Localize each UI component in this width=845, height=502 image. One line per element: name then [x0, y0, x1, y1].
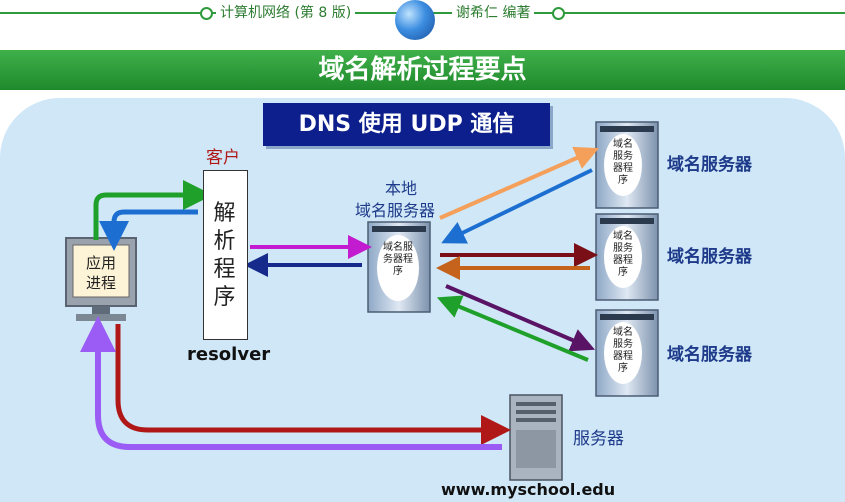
remote-dns-label-3: 域名服务器: [667, 345, 752, 365]
globe-icon: [395, 0, 435, 40]
title-bar: [0, 50, 845, 90]
header-author: 谢希仁 编著: [452, 2, 535, 22]
remote-dns-server-icon-3: [595, 309, 659, 397]
local-dns-program-text: 域名服务器程序: [383, 242, 413, 277]
header-left-dot: [200, 7, 213, 20]
web-server-label: 服务器: [573, 429, 624, 449]
app-process-label: 应用进程: [85, 254, 116, 292]
resolver-label: resolver: [187, 344, 271, 365]
header-right-dot: [552, 7, 565, 20]
remote-dns-server-icon-2: [595, 213, 659, 301]
arrow-app-to-web-server: [115, 324, 511, 445]
arrow-server1-to-local: [441, 168, 593, 244]
web-server-domain: www.myschool.edu: [441, 480, 616, 499]
remote-dns-label-1: 域名服务器: [667, 155, 752, 175]
arrow-server3-to-local: [436, 295, 589, 362]
web-server-icon: [509, 394, 563, 481]
remote-dns-server-icon-1: [595, 121, 659, 209]
remote-dns-program-text-3: 域名服务器程序: [613, 327, 633, 374]
local-dns-server-icon: [367, 221, 431, 313]
arrow-local-to-server3: [445, 284, 596, 352]
arrow-resolver-to-app: [99, 209, 198, 251]
remote-dns-label-2: 域名服务器: [667, 247, 752, 267]
header-book-title: 计算机网络 (第 8 版): [216, 2, 356, 22]
page-title: 域名解析过程要点: [318, 55, 527, 85]
local-dns-label-line2: 域名服务器: [355, 201, 436, 220]
remote-dns-program-text-2: 域名服务器程序: [613, 231, 633, 278]
local-dns-label-line1: 本地: [385, 179, 418, 198]
client-label: 客户: [206, 148, 240, 168]
resolver-box: [203, 170, 248, 340]
remote-dns-program-text-1: 域名服务器程序: [613, 139, 633, 186]
udp-banner: DNS 使用 UDP 通信: [263, 103, 550, 146]
arrow-local-to-server1: [439, 146, 599, 220]
arrow-web-server-to-app: [80, 316, 502, 450]
arrow-app-to-resolver: [93, 180, 213, 240]
resolver-text: 解析程序: [213, 201, 236, 310]
